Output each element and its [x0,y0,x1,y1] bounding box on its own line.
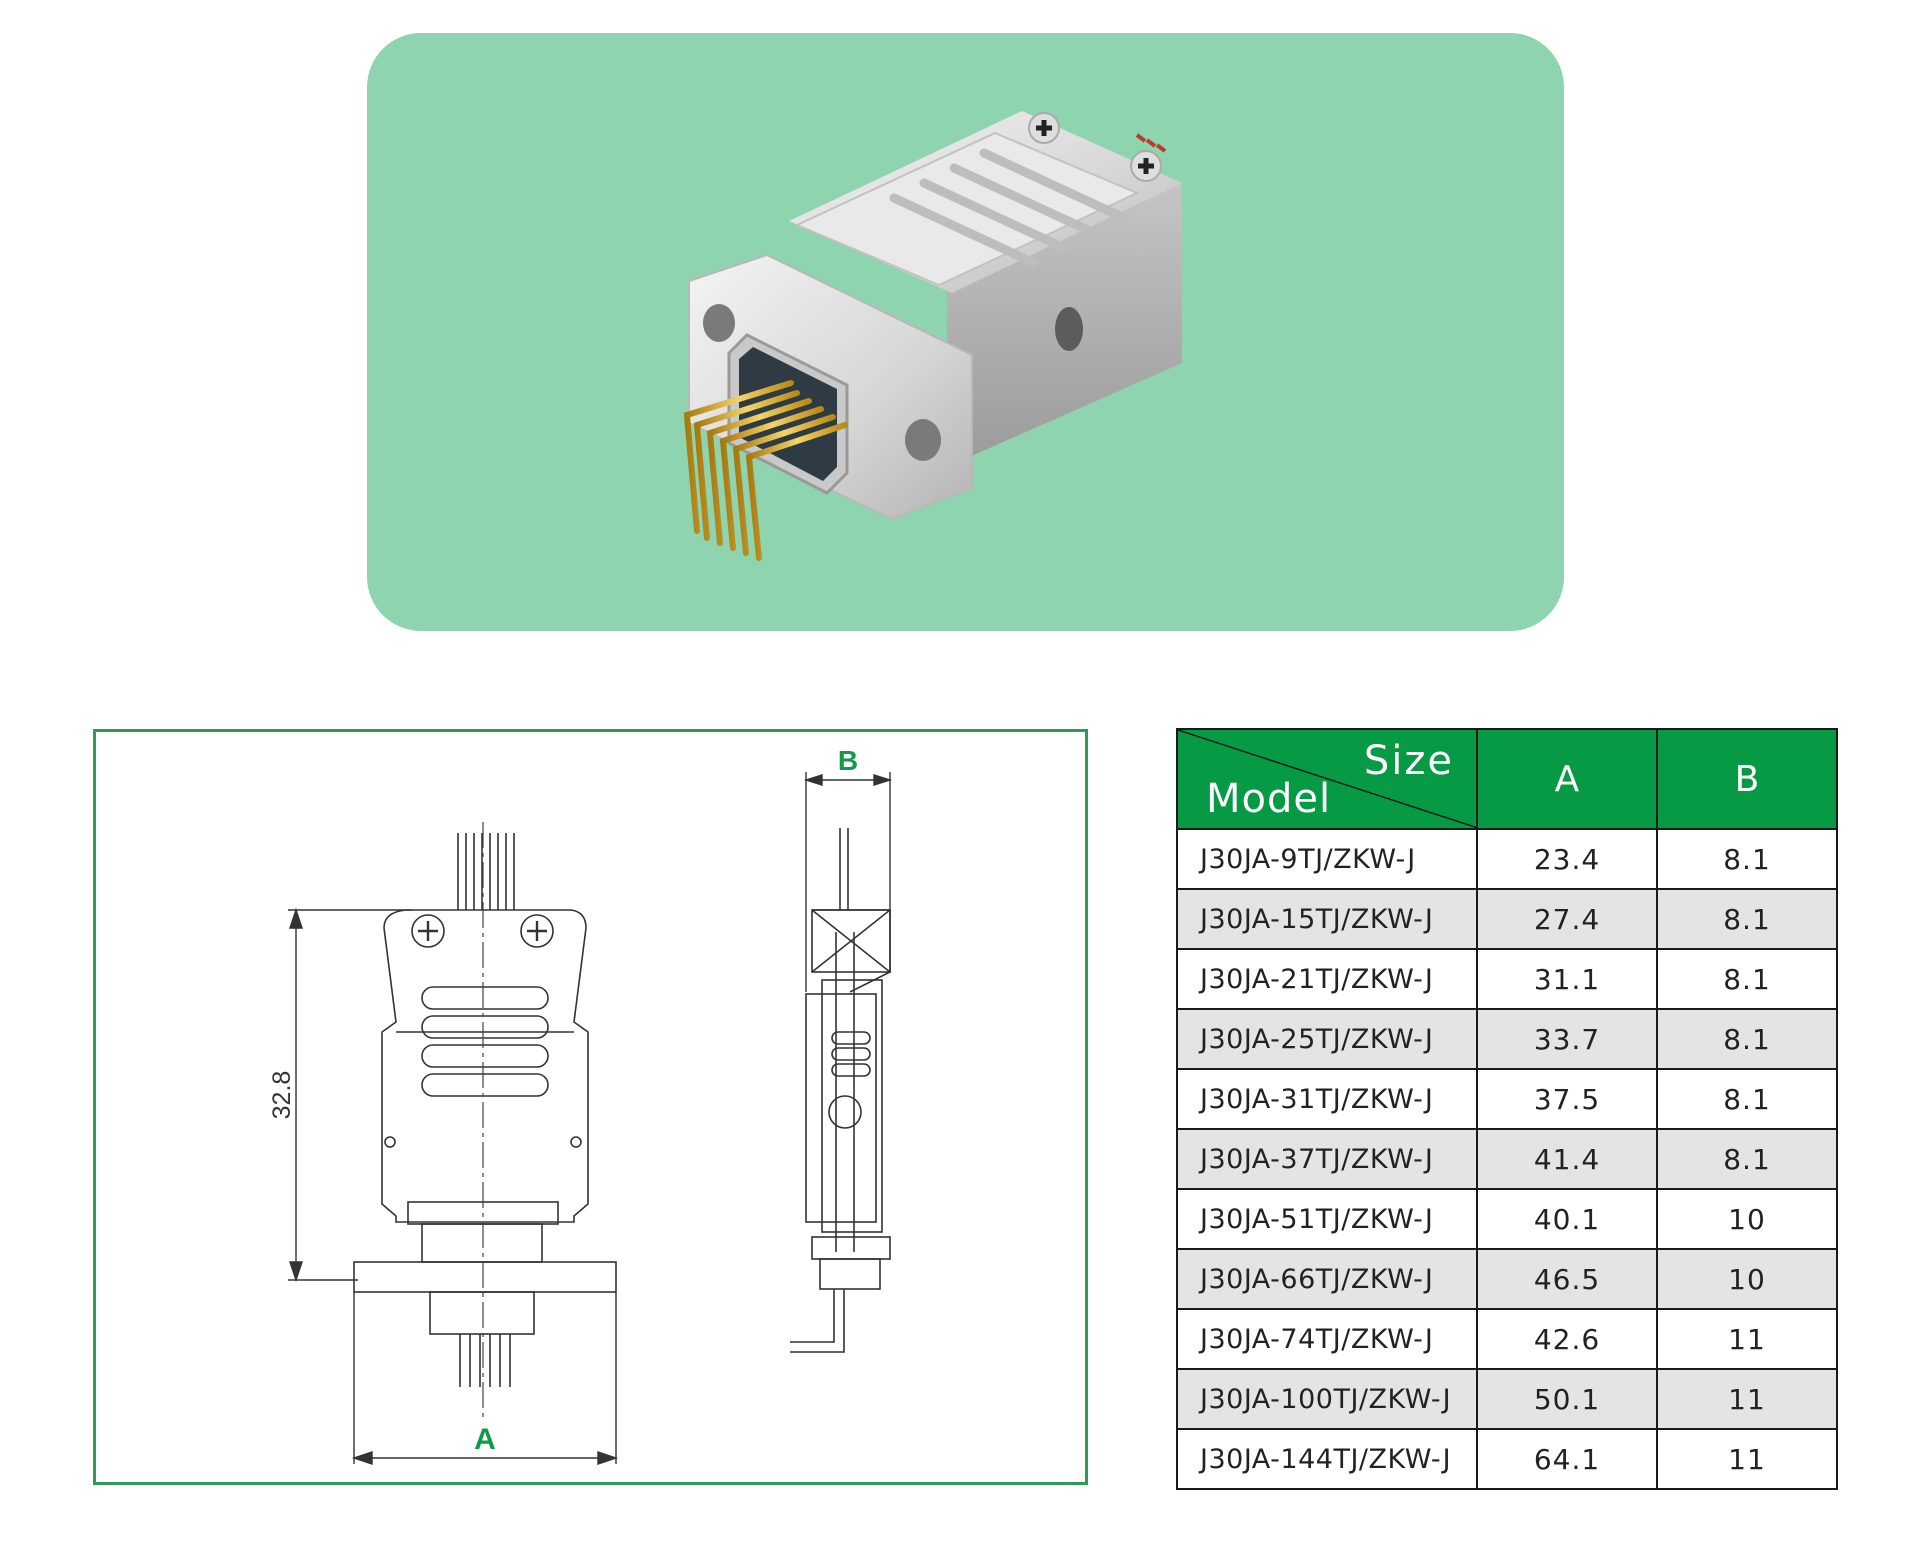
model-cell: J30JA-21TJ/ZKW-J [1176,948,1478,1010]
dimension-b-label: B [838,745,858,776]
table-row: J30JA-25TJ/ZKW-J 33.7 8.1 [1176,1008,1838,1070]
model-cell: J30JA-25TJ/ZKW-J [1176,1008,1478,1070]
model-cell: J30JA-15TJ/ZKW-J [1176,888,1478,950]
b-value-cell: 8.1 [1656,1068,1838,1130]
model-cell: J30JA-144TJ/ZKW-J [1176,1428,1478,1490]
a-value-cell: 37.5 [1476,1068,1658,1130]
a-value-cell: 50.1 [1476,1368,1658,1430]
a-value-cell: 23.4 [1476,828,1658,890]
b-value-cell: 8.1 [1656,1008,1838,1070]
table-header-row: Size Model A B [1176,728,1838,830]
header-size-label: Size [1363,738,1454,784]
table-row: J30JA-100TJ/ZKW-J 50.1 11 [1176,1368,1838,1430]
product-image-panel [367,33,1564,631]
model-cell: J30JA-9TJ/ZKW-J [1176,828,1478,890]
dimension-drawing: 32.8 A [268,745,893,1465]
table-row: J30JA-51TJ/ZKW-J 40.1 10 [1176,1188,1838,1250]
b-value-cell: 11 [1656,1308,1838,1370]
header-model-label: Model [1206,776,1332,822]
a-value-cell: 64.1 [1476,1428,1658,1490]
a-value-cell: 42.6 [1476,1308,1658,1370]
diagonal-divider [1178,730,1478,828]
table-row: J30JA-66TJ/ZKW-J 46.5 10 [1176,1248,1838,1310]
table-row: J30JA-37TJ/ZKW-J 41.4 8.1 [1176,1128,1838,1190]
screw-icon [1028,112,1162,182]
b-value-cell: 10 [1656,1188,1838,1250]
width-b-dimension [803,772,893,992]
model-cell: J30JA-37TJ/ZKW-J [1176,1128,1478,1190]
dimension-a-label: A [474,1423,496,1456]
model-cell: J30JA-66TJ/ZKW-J [1176,1248,1478,1310]
width-a-dimension [351,1292,619,1465]
header-model-size-cell: Size Model [1176,728,1478,830]
table-row: J30JA-144TJ/ZKW-J 64.1 11 [1176,1428,1838,1490]
table-row: J30JA-21TJ/ZKW-J 31.1 8.1 [1176,948,1838,1010]
model-cell: J30JA-51TJ/ZKW-J [1176,1188,1478,1250]
table-row: J30JA-74TJ/ZKW-J 42.6 11 [1176,1308,1838,1370]
a-value-cell: 40.1 [1476,1188,1658,1250]
b-value-cell: 11 [1656,1368,1838,1430]
model-cell: J30JA-74TJ/ZKW-J [1176,1308,1478,1370]
table-row: J30JA-15TJ/ZKW-J 27.4 8.1 [1176,888,1838,950]
b-value-cell: 11 [1656,1428,1838,1490]
model-cell: J30JA-100TJ/ZKW-J [1176,1368,1478,1430]
a-value-cell: 27.4 [1476,888,1658,950]
b-value-cell: 8.1 [1656,1128,1838,1190]
a-value-cell: 33.7 [1476,1008,1658,1070]
side-view [790,828,892,1353]
a-value-cell: 46.5 [1476,1248,1658,1310]
model-cell: J30JA-31TJ/ZKW-J [1176,1068,1478,1130]
technical-drawing-panel: 32.8 A [93,729,1088,1485]
connector-product-render [683,111,1182,561]
height-dimension [288,907,412,1283]
b-value-cell: 8.1 [1656,888,1838,950]
a-value-cell: 31.1 [1476,948,1658,1010]
b-value-cell: 8.1 [1656,948,1838,1010]
a-value-cell: 41.4 [1476,1128,1658,1190]
height-dimension-label: 32.8 [268,1071,296,1120]
b-value-cell: 8.1 [1656,828,1838,890]
table-row: J30JA-9TJ/ZKW-J 23.4 8.1 [1176,828,1838,890]
table-row: J30JA-31TJ/ZKW-J 37.5 8.1 [1176,1068,1838,1130]
header-col-a: A [1476,728,1658,830]
cable-wires [457,833,515,910]
header-col-b: B [1656,728,1838,830]
b-value-cell: 10 [1656,1248,1838,1310]
spec-table: Size Model A B J30JA-9TJ/ZKW-J 23.4 8.1 … [1176,728,1838,1490]
